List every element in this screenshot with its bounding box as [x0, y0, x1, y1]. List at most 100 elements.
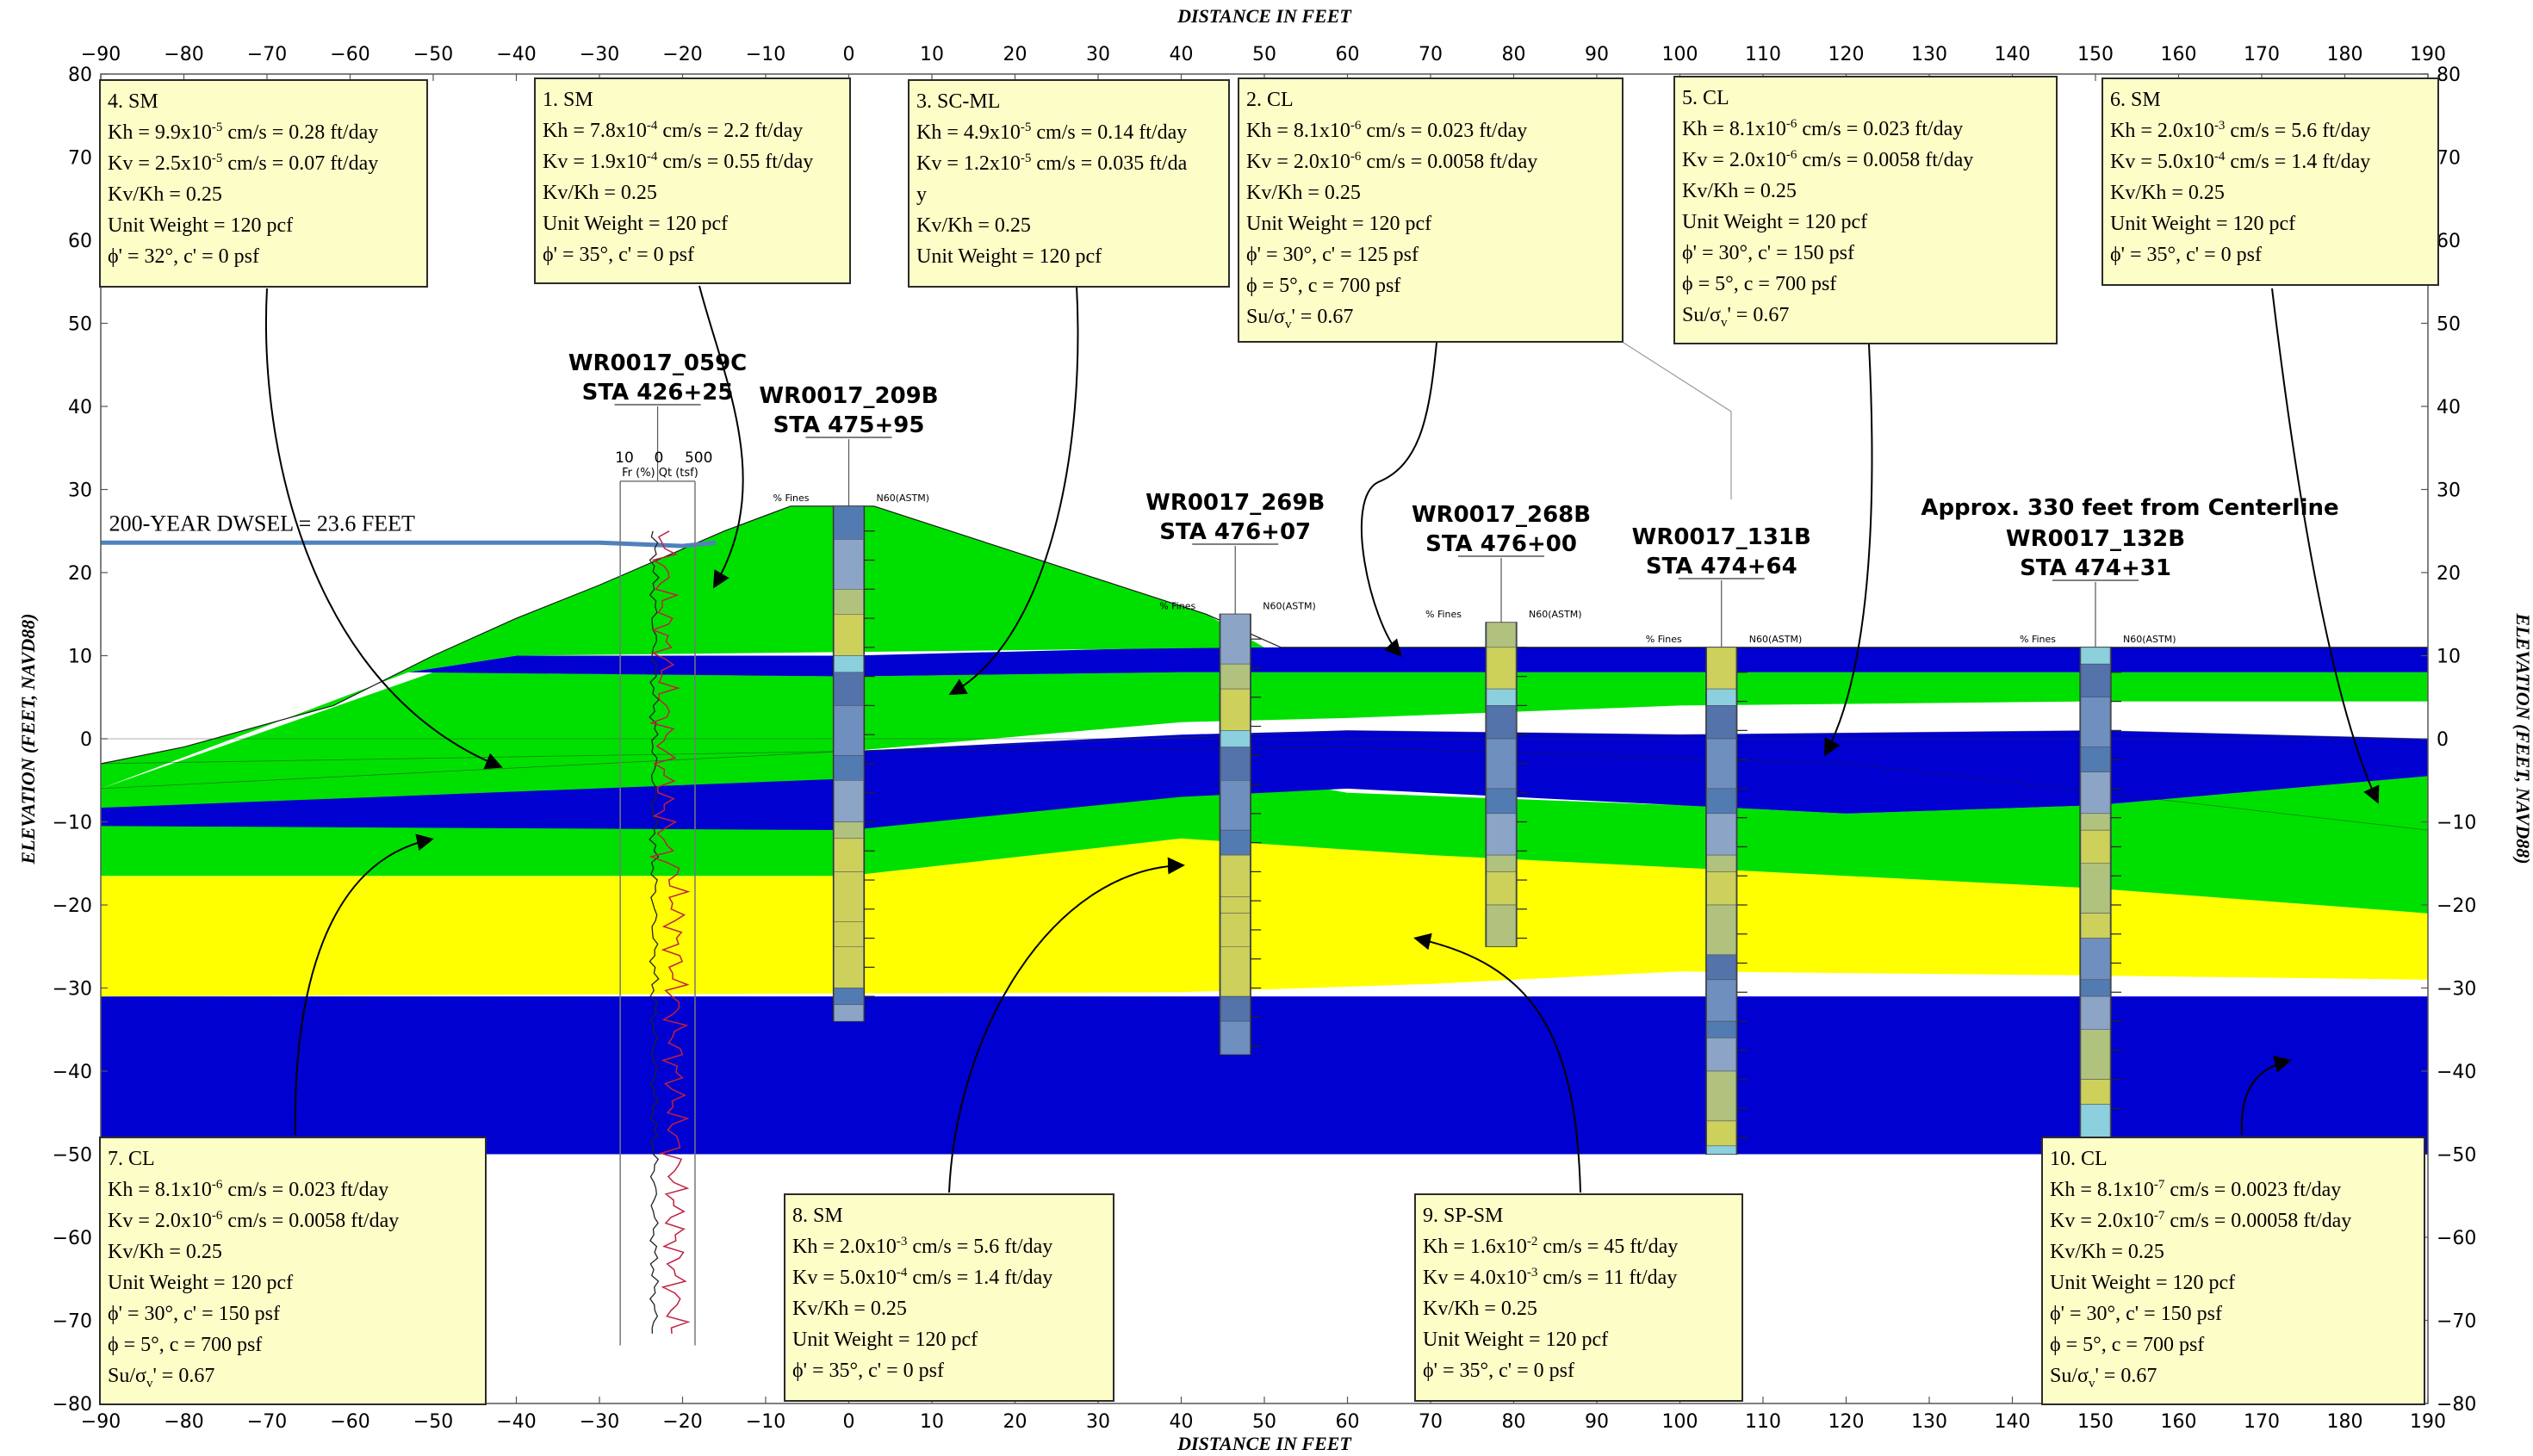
y-tick-label-left: 80 [68, 65, 92, 86]
kh-line: Kh = 8.1x10-6 cm/s = 0.023 ft/day [108, 1178, 389, 1202]
boring-interval [1220, 854, 1251, 897]
boring-interval [2080, 647, 2111, 665]
x-tick-label-bottom: 160 [2161, 1411, 2197, 1433]
y-tick-label-right: 10 [2437, 647, 2461, 668]
kh-line: Kh = 8.1x10-6 cm/s = 0.023 ft/day [1682, 117, 1964, 141]
boring-interval [1706, 979, 1736, 1022]
cpt-scale-label: 0 [655, 449, 664, 467]
x-tick-label-top: 100 [1662, 44, 1698, 65]
leader-10-cl [2240, 1056, 2292, 1136]
boring-station: STA 476+00 [1425, 531, 1577, 557]
y-tick-label-left: 50 [68, 314, 92, 336]
y-tick-label-right: 80 [2437, 65, 2461, 86]
boring-id: WR0017_132B [2006, 526, 2185, 552]
boring-interval [1220, 688, 1251, 731]
x-tick-label-bottom: −30 [580, 1411, 619, 1433]
y-axis-title-right: ELEVATION (FEET, NAVD88) [2512, 612, 2533, 864]
water-level: 200-YEAR DWSEL = 23.6 FEET [101, 511, 717, 548]
boring-interval [1220, 896, 1251, 914]
boring-interval [2080, 938, 2111, 981]
kh-line: Kh = 2.0x10-3 cm/s = 5.6 ft/day [2110, 119, 2371, 143]
boring-interval [1220, 913, 1251, 947]
boring-interval [834, 838, 864, 872]
leader-2-cl [1361, 342, 1437, 658]
boring-interval [834, 672, 864, 706]
y-tick-label-left: 30 [68, 480, 92, 502]
x-tick-label-bottom: −20 [662, 1411, 702, 1433]
kh-line: Kh = 8.1x10-7 cm/s = 0.0023 ft/day [2050, 1178, 2342, 1202]
boring-interval [834, 655, 864, 673]
boring-interval [1220, 747, 1251, 781]
y-tick-label-right: 0 [2437, 729, 2449, 751]
x-tick-label-bottom: 120 [1828, 1411, 1865, 1433]
boring-interval [1706, 904, 1736, 956]
kv-line: Kv = 2.0x10-7 cm/s = 0.00058 ft/day [2050, 1209, 2352, 1233]
x-tick-label-top: 160 [2161, 44, 2197, 65]
x-tick-label-bottom: 100 [1662, 1411, 1698, 1433]
boring-interval [2080, 1104, 2111, 1138]
boring-interval [1486, 705, 1517, 740]
boring-interval [2080, 995, 2111, 1031]
soil-box-5-cl: 5. CL Kh = 8.1x10-6 cm/s = 0.023 ft/day … [1673, 76, 2058, 344]
x-tick-label-bottom: 150 [2077, 1411, 2114, 1433]
x-axis-title-bottom: DISTANCE IN FEET [1176, 1433, 1352, 1454]
soil-box-2-cl: 2. CL Kh = 8.1x10-6 cm/s = 0.023 ft/day … [1238, 77, 1623, 343]
boring-interval [1706, 813, 1736, 856]
y-tick-label-left: 10 [68, 647, 92, 668]
boring-interval [834, 1004, 864, 1022]
y-tick-label-right: 30 [2437, 480, 2461, 502]
leader-8-sm [948, 857, 1185, 1193]
leader-3-sc-ml [948, 285, 1079, 695]
x-tick-label-top: −70 [247, 44, 287, 65]
y-tick-label-right: 20 [2437, 563, 2461, 585]
boring-interval [1706, 1038, 1736, 1072]
y-tick-label-left: −50 [53, 1145, 92, 1167]
x-tick-label-bottom: −50 [413, 1411, 453, 1433]
x-tick-label-bottom: 130 [1911, 1411, 1947, 1433]
x-tick-label-bottom: 10 [920, 1411, 944, 1433]
leader-6-sm [2271, 288, 2380, 804]
x-tick-label-bottom: 180 [2327, 1411, 2363, 1433]
y-tick-label-left: −10 [53, 813, 92, 834]
fines-header: % Fines [773, 493, 810, 504]
x-tick-label-bottom: −70 [247, 1411, 287, 1433]
boring-interval [1220, 829, 1251, 856]
kh-line: Kh = 9.9x10-5 cm/s = 0.28 ft/day [108, 121, 379, 145]
kv-line: Kv = 4.0x10-3 cm/s = 11 ft/day [1423, 1266, 1678, 1290]
y-tick-label-right: −30 [2437, 979, 2476, 1001]
boring-station: STA 475+95 [773, 412, 925, 438]
soil-box-8-sm: 8. SM Kh = 2.0x10-3 cm/s = 5.6 ft/day Kv… [784, 1193, 1114, 1402]
boring-interval [1706, 954, 1736, 981]
leader-1-sm [698, 285, 744, 589]
su-line: Su/σv' = 0.67 [1682, 304, 1790, 330]
boring-interval [1706, 705, 1736, 740]
x-tick-label-bottom: 40 [1170, 1411, 1194, 1433]
x-tick-label-top: 110 [1745, 44, 1781, 65]
x-tick-label-top: −40 [496, 44, 536, 65]
x-tick-label-top: 80 [1502, 44, 1526, 65]
water-level-label: 200-YEAR DWSEL = 23.6 FEET [109, 511, 415, 536]
kh-line: Kh = 1.6x10-2 cm/s = 45 ft/day [1423, 1235, 1679, 1259]
x-tick-label-top: 10 [920, 44, 944, 65]
su-line: Su/σv' = 0.67 [2050, 1365, 2157, 1391]
x-tick-label-top: 60 [1336, 44, 1360, 65]
boring-interval [1486, 688, 1517, 706]
levee-embankment [101, 505, 1264, 789]
soil-box-7-cl: 7. CL Kh = 8.1x10-6 cm/s = 0.023 ft/day … [99, 1137, 487, 1405]
boring-interval [834, 871, 864, 922]
kv-line: Kv = 1.9x10-4 cm/s = 0.55 ft/day [543, 150, 814, 174]
boring-interval [1486, 854, 1517, 872]
boring-station: STA 476+07 [1159, 519, 1311, 545]
boring-interval [2080, 829, 2111, 864]
x-tick-label-bottom: 80 [1502, 1411, 1526, 1433]
boring-interval [1706, 1145, 1736, 1155]
boring-interval [834, 589, 864, 615]
boring-interval [2080, 979, 2111, 997]
boring-station: STA 474+64 [1646, 554, 1797, 579]
stratum-upper-clay [408, 647, 2428, 677]
boring-interval [2080, 813, 2111, 831]
kv-line: Kv = 2.0x10-6 cm/s = 0.0058 ft/day [1682, 148, 1974, 172]
x-tick-label-top: −90 [81, 44, 121, 65]
